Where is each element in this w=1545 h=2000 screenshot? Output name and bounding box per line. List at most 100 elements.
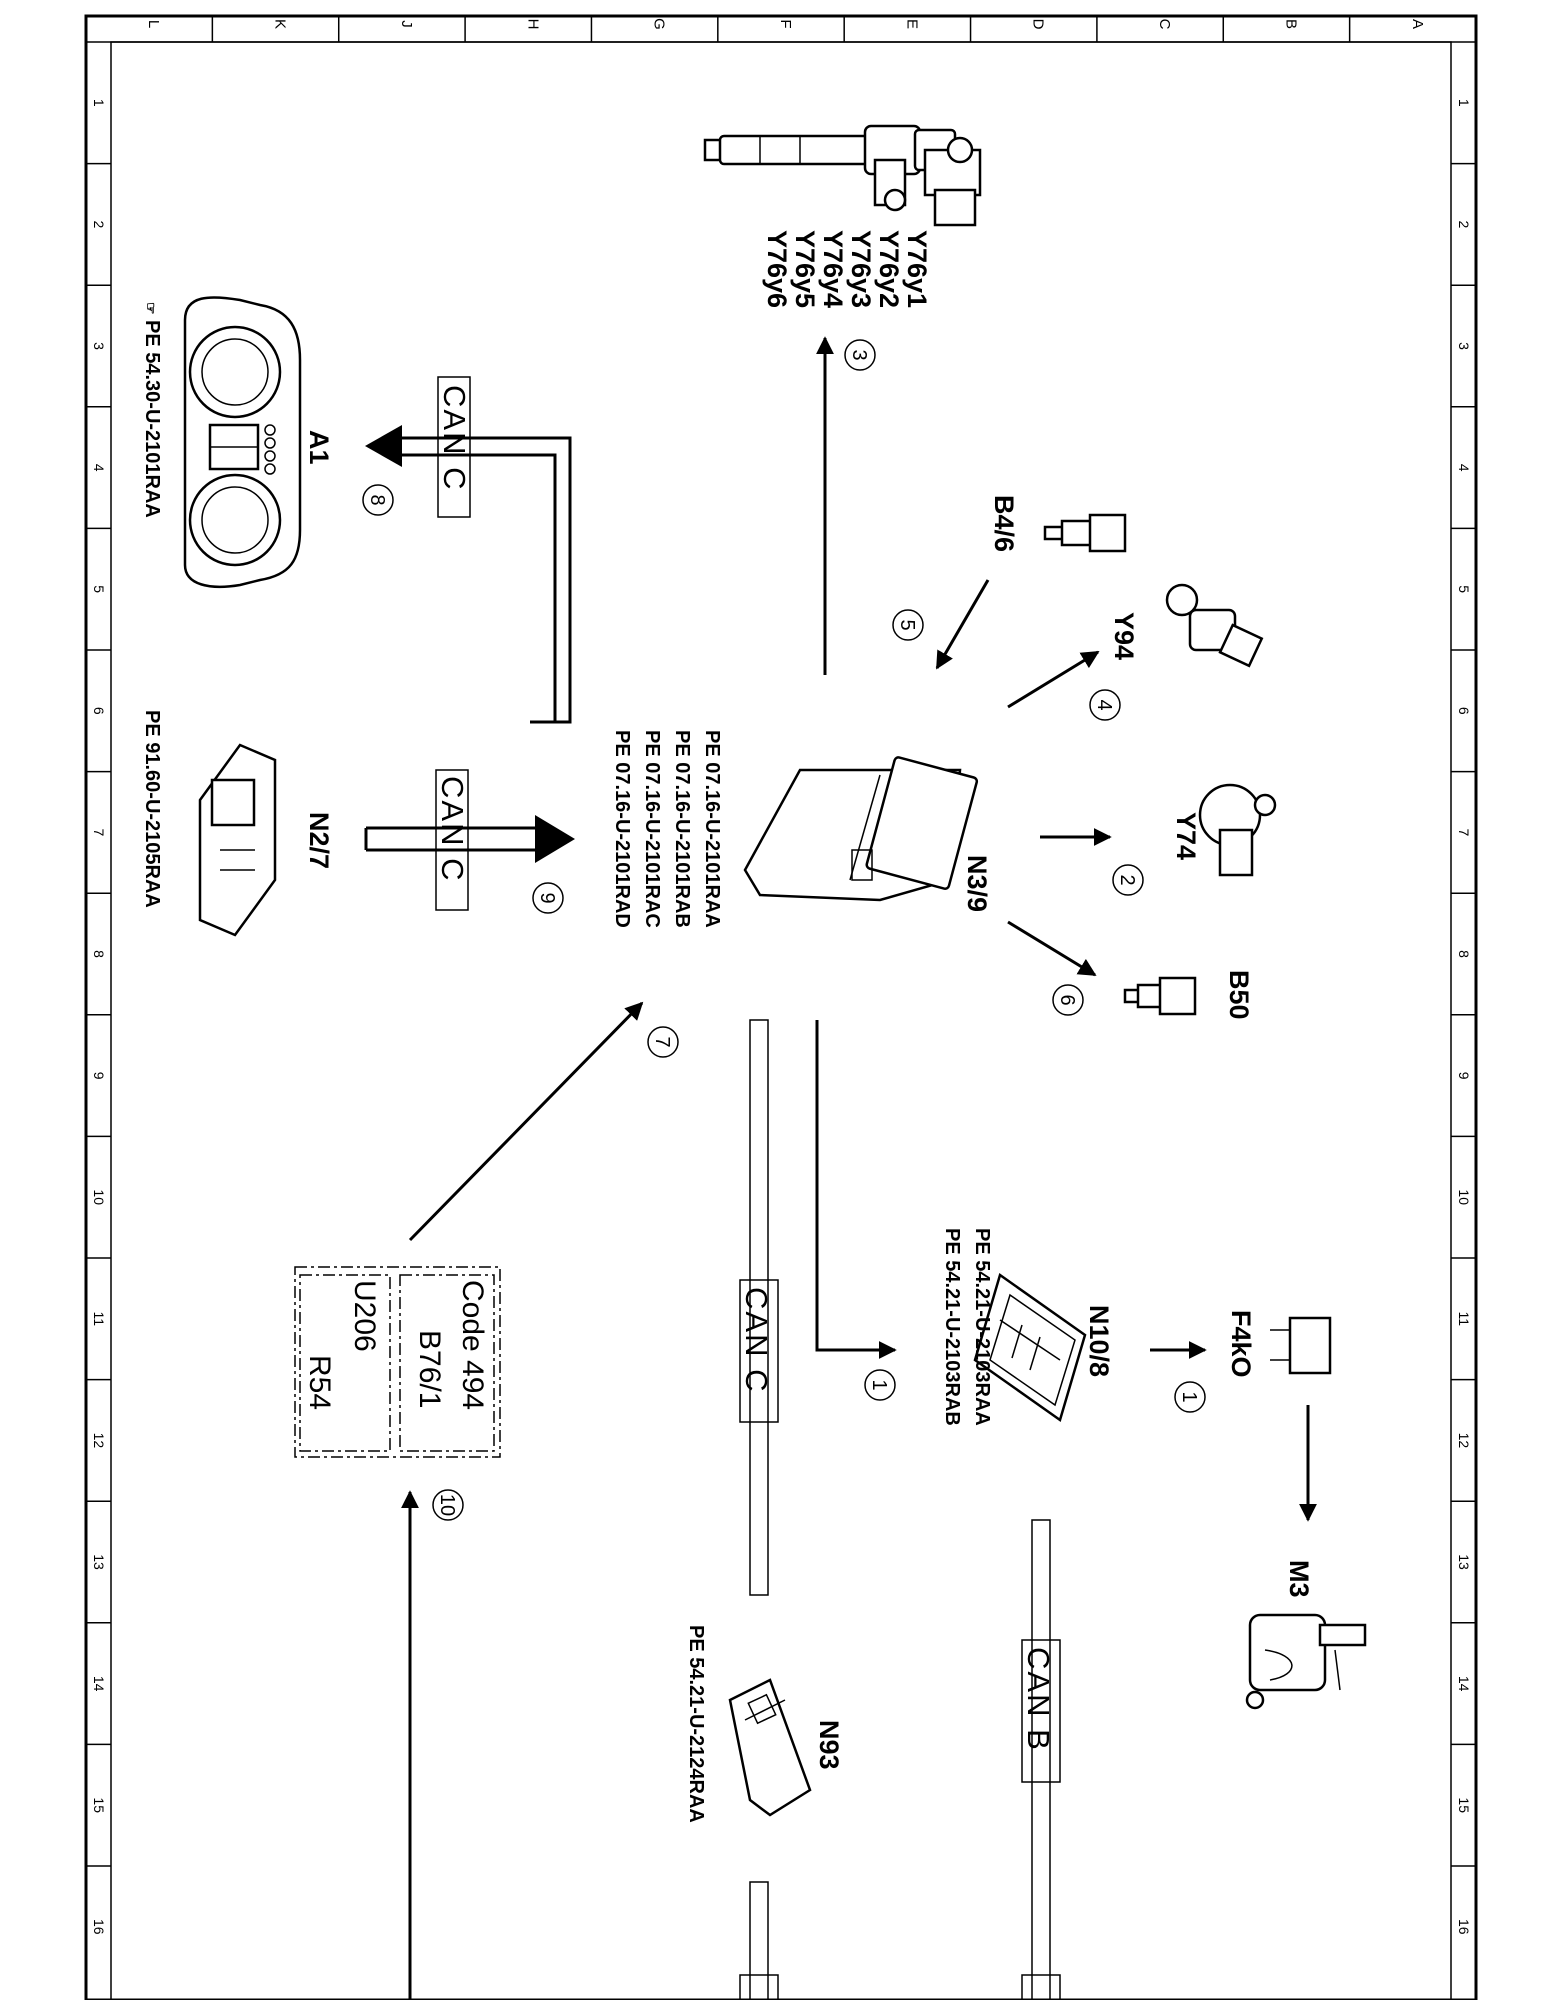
signal-number-1b: 1 <box>1178 1391 1200 1402</box>
column-label: H <box>524 19 541 30</box>
option-box: Code 494 B76/1 U206 R54 <box>294 1266 501 1458</box>
option-box-line-1: Code 494 <box>456 1280 489 1410</box>
row-label-left: 13 <box>91 1554 107 1570</box>
pressure-sensor-icon <box>1043 513 1127 553</box>
signal-marker-7 <box>647 1026 679 1058</box>
signal-line-1a <box>815 1020 897 1359</box>
signal-number-2: 2 <box>1116 874 1138 885</box>
column-label: B <box>1282 19 1299 29</box>
component-label-y94: Y94 <box>1109 612 1139 660</box>
row-label-left: 16 <box>91 1919 107 1935</box>
engine-control-unit-icon <box>743 756 979 902</box>
option-box-line-4: R54 <box>303 1355 336 1410</box>
reference-list-n3-9: PE 07.16-U-2101RAA PE 07.16-U-2101RAB PE… <box>611 730 723 928</box>
injector-label-3: Y76y3 <box>846 230 876 308</box>
row-label-left: 7 <box>91 829 107 837</box>
injector-label-4: Y76y4 <box>818 230 848 308</box>
column-label: E <box>903 19 920 29</box>
row-label-right: 7 <box>1456 829 1472 837</box>
column-label: L <box>145 20 162 28</box>
diagram-frame <box>84 14 1478 2000</box>
bus-label-can-c-top: CAN C <box>437 385 472 491</box>
row-label-right: 16 <box>1456 1919 1472 1935</box>
signal-line-7 <box>408 1001 644 1242</box>
reference-list-n10-8: PE 54.21-U-2103RAA PE 54.21-U-2103RAB <box>941 1228 993 1426</box>
row-label-left: 1 <box>91 99 107 107</box>
row-label-right: 14 <box>1456 1676 1472 1692</box>
column-label: C <box>1156 19 1173 30</box>
signal-number-10: 10 <box>436 1494 458 1516</box>
column-label: D <box>1030 19 1047 30</box>
reference-n3-9-4: PE 07.16-U-2101RAD <box>611 730 633 928</box>
signal-number-1a: 1 <box>868 1379 890 1390</box>
can-c-link-a1: CAN C <box>365 376 572 724</box>
reference-n10-8-2: PE 54.21-U-2103RAB <box>941 1228 963 1426</box>
bus-label-can-c-bus: CAN C <box>739 1287 774 1393</box>
signal-number-7: 7 <box>651 1036 673 1047</box>
component-label-f4k0: F4kO <box>1226 1310 1256 1378</box>
injector-label-6: Y76y6 <box>762 230 792 308</box>
row-label-right: 2 <box>1456 221 1472 229</box>
signal-marker-1b <box>1174 1381 1206 1413</box>
row-label-left: 9 <box>91 1072 107 1080</box>
reference-n10-8-1: PE 54.21-U-2103RAA <box>971 1228 993 1426</box>
component-label-n3-9: N3/9 <box>962 855 992 912</box>
row-label-right: 10 <box>1456 1189 1472 1205</box>
signal-line-4 <box>1007 650 1100 709</box>
reference-n3-9-1: PE 07.16-U-2101RAA <box>701 730 723 928</box>
component-label-a1: A1 <box>304 430 334 465</box>
can-b-bus: CAN B <box>1021 1519 1061 2000</box>
row-label-right: 13 <box>1456 1554 1472 1570</box>
component-label-y74: Y74 <box>1171 812 1201 860</box>
signal-number-9: 9 <box>536 892 558 903</box>
row-label-right: 3 <box>1456 342 1472 350</box>
option-box-line-2: B76/1 <box>413 1330 446 1408</box>
reference-n93: PE 54.21-U-2124RAA <box>685 1625 707 1823</box>
row-label-left: 6 <box>91 707 107 715</box>
option-box-line-3: U206 <box>348 1280 381 1352</box>
signal-marker-3 <box>844 339 876 371</box>
temperature-sensor-icon <box>1123 976 1197 1016</box>
signal-number-5: 5 <box>896 619 918 630</box>
signal-marker-9 <box>532 882 564 914</box>
row-label-left: 15 <box>91 1797 107 1813</box>
airbag-control-unit-icon <box>198 743 277 937</box>
signal-line-6 <box>1007 920 1097 977</box>
pressure-regulator-icon <box>1198 783 1277 877</box>
row-label-right: 9 <box>1456 1072 1472 1080</box>
fuel-injector-icon <box>703 124 982 227</box>
row-label-left: 8 <box>91 950 107 958</box>
bus-label-can-b: CAN B <box>1021 1647 1056 1752</box>
row-label-right: 8 <box>1456 950 1472 958</box>
quantity-control-valve-icon <box>1165 583 1264 668</box>
signal-marker-6 <box>1052 984 1084 1016</box>
can-c-link-n2-7: CAN C <box>364 769 575 911</box>
signal-marker-2 <box>1112 864 1144 896</box>
instrument-cluster-icon <box>183 296 302 589</box>
column-label: A <box>1409 19 1426 29</box>
signal-number-4: 4 <box>1093 699 1115 710</box>
reference-n3-9-2: PE 07.16-U-2101RAB <box>671 730 693 928</box>
fuel-pump-icon <box>1245 1613 1367 1710</box>
signal-line-5 <box>935 579 990 670</box>
component-label-n10-8: N10/8 <box>1084 1305 1114 1377</box>
column-label: F <box>777 19 794 28</box>
reference-a1: PE 54.30-U-2101RAA <box>141 320 163 518</box>
can-c-bus: CAN C <box>739 1019 779 2000</box>
row-label-right: 11 <box>1456 1312 1472 1327</box>
signal-marker-10 <box>432 1489 464 1521</box>
injector-label-2: Y76y2 <box>874 230 904 308</box>
component-label-b50: B50 <box>1224 970 1254 1020</box>
reference-n3-9-3: PE 07.16-U-2101RAC <box>641 730 663 928</box>
sam-control-unit-icon <box>973 1272 1087 1423</box>
row-label-right: 4 <box>1456 464 1472 472</box>
row-label-right: 1 <box>1456 99 1472 107</box>
row-label-left: 3 <box>91 342 107 350</box>
row-label-left: 10 <box>91 1189 107 1205</box>
injector-label-1: Y76y1 <box>902 230 932 308</box>
row-label-left: 4 <box>91 464 107 472</box>
row-label-right: 12 <box>1456 1433 1472 1449</box>
injector-label-5: Y76y5 <box>790 230 820 308</box>
